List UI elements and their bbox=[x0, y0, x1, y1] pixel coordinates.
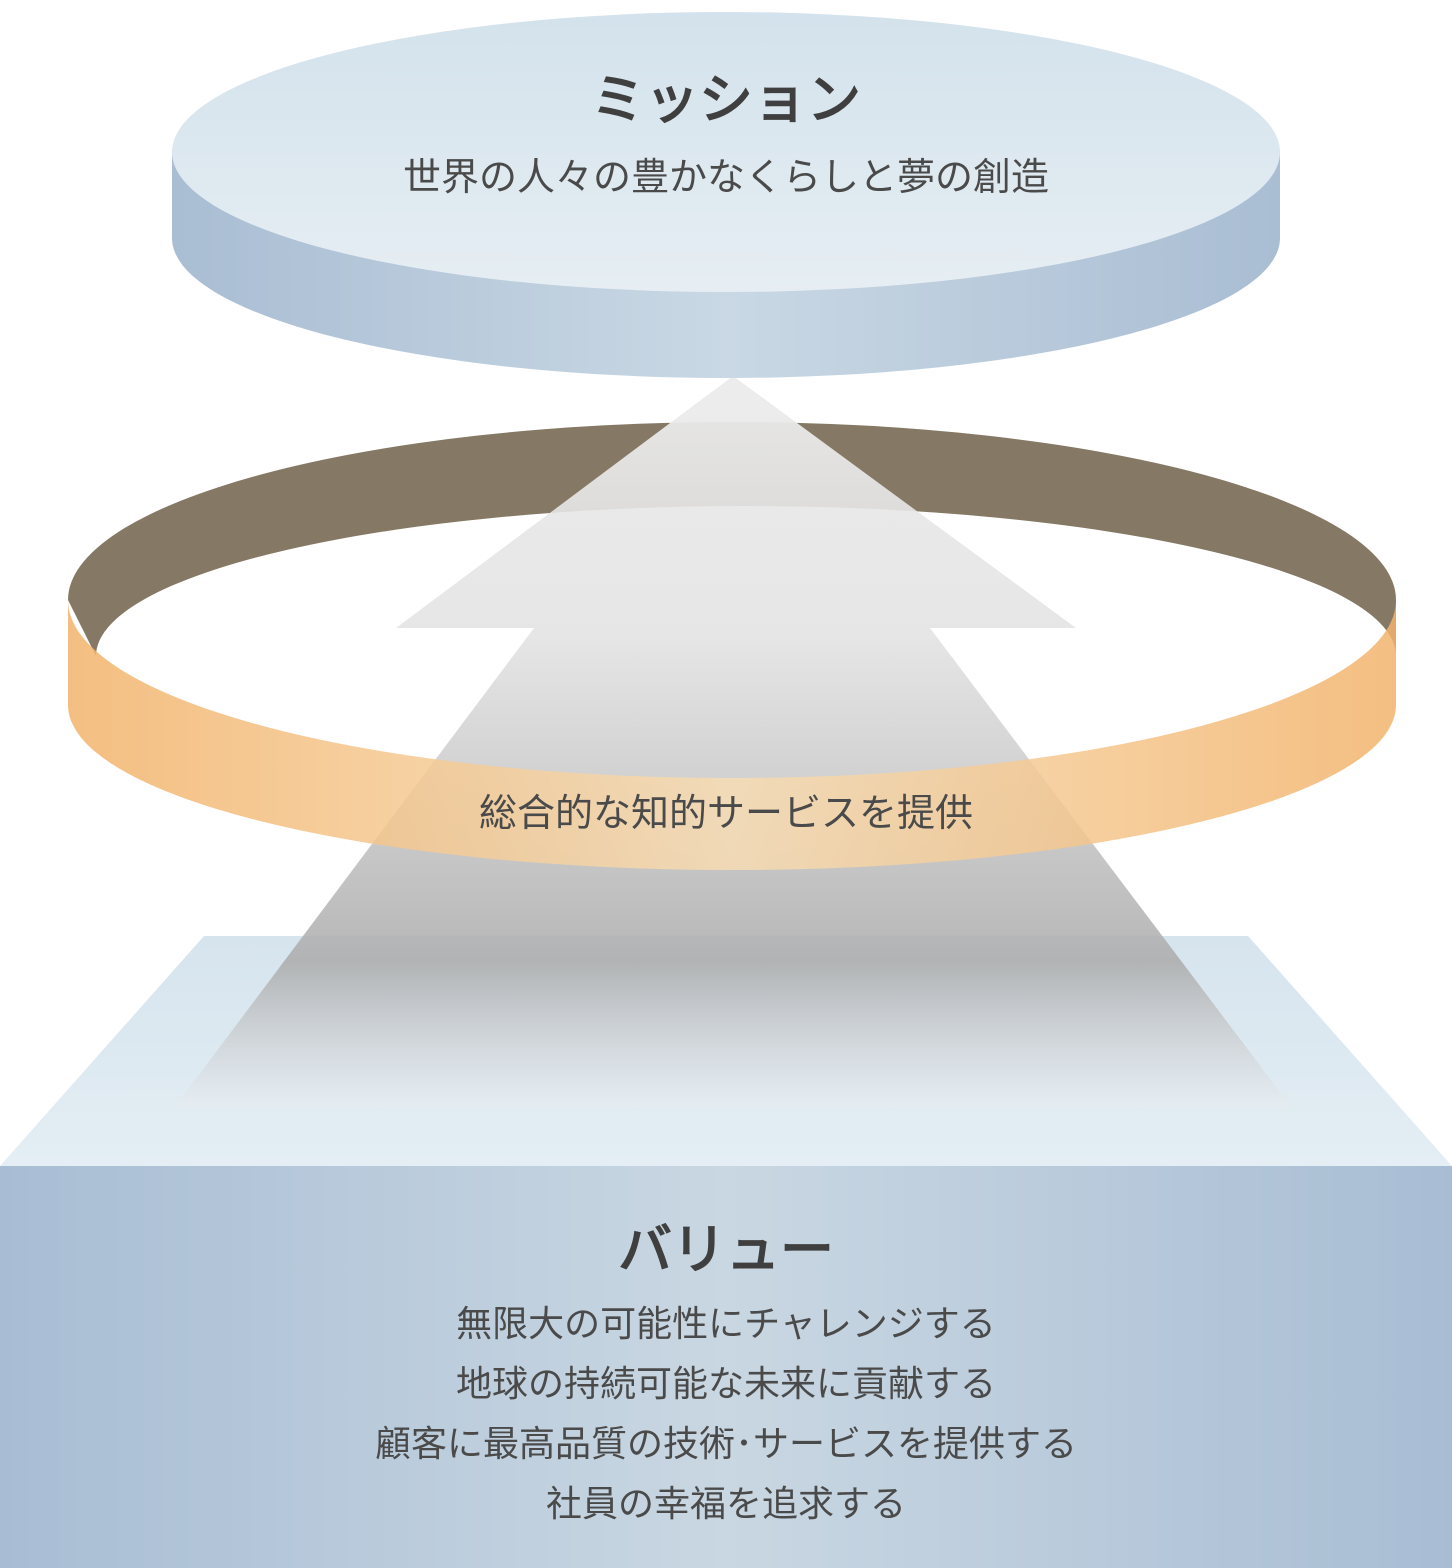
service-ring bbox=[68, 422, 1396, 656]
up-arrow bbox=[174, 376, 1292, 1108]
values-title: バリュー bbox=[618, 1218, 834, 1281]
values-block-front bbox=[0, 1166, 1452, 1568]
value-item: 地球の持続可能な未来に貢献する bbox=[456, 1364, 996, 1405]
mission-statement: 世界の人々の豊かなくらしと夢の創造 bbox=[403, 155, 1049, 199]
mission-disc-top bbox=[172, 12, 1280, 292]
value-item: 顧客に最高品質の技術･サービスを提供する bbox=[375, 1424, 1077, 1465]
value-item: 社員の幸福を追求する bbox=[546, 1484, 906, 1525]
ring-front-band bbox=[68, 600, 1396, 870]
mission-title: ミッション bbox=[591, 68, 861, 131]
ring-back-band bbox=[68, 422, 1396, 656]
ring-label: 総合的な知的サービスを提供 bbox=[479, 791, 973, 835]
value-item: 無限大の可能性にチャレンジする bbox=[456, 1304, 996, 1345]
mission-disc bbox=[172, 12, 1280, 378]
